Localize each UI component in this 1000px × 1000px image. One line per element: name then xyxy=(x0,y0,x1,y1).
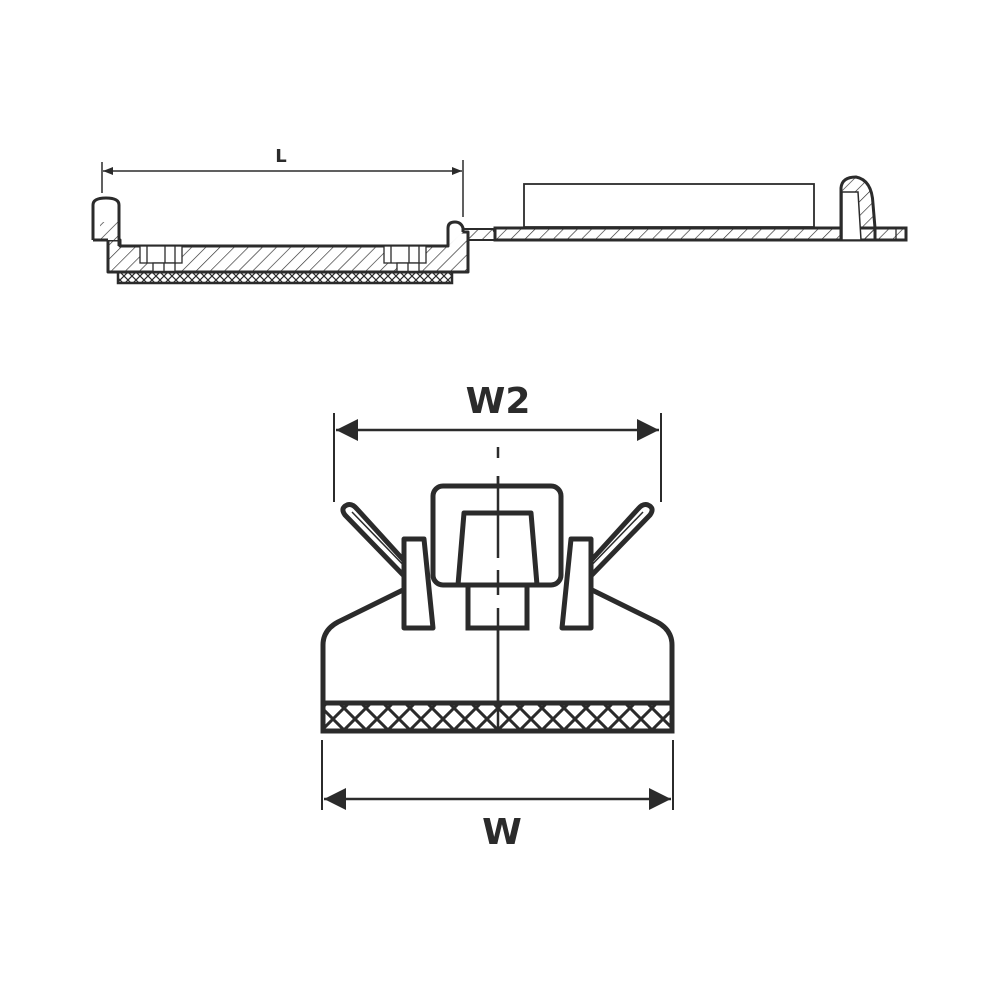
post-left xyxy=(401,536,436,631)
dimension-label-w2: W2 xyxy=(466,381,531,422)
hinge-strip xyxy=(463,228,496,241)
lid-strip-section xyxy=(493,226,908,242)
dimension-w: W xyxy=(321,740,674,853)
dimension-label-l: L xyxy=(275,146,286,167)
left-lip-hatch xyxy=(100,222,119,240)
screw-pocket-left xyxy=(139,245,183,273)
end-view: W2 xyxy=(320,381,675,853)
lid-raised-block xyxy=(523,183,815,228)
dimension-w2: W2 xyxy=(333,381,662,502)
post-right xyxy=(559,536,594,631)
screw-pocket-right xyxy=(383,245,427,273)
adhesive-pad-side xyxy=(116,270,454,285)
right-lip-outline xyxy=(446,220,465,246)
dimension-l: L xyxy=(101,146,464,217)
left-lip-outline xyxy=(91,196,121,246)
side-view: L xyxy=(91,146,908,285)
adhesive-pad-end xyxy=(320,700,675,734)
lid-hook-slot xyxy=(841,191,862,241)
dimension-label-w: W xyxy=(482,812,522,853)
